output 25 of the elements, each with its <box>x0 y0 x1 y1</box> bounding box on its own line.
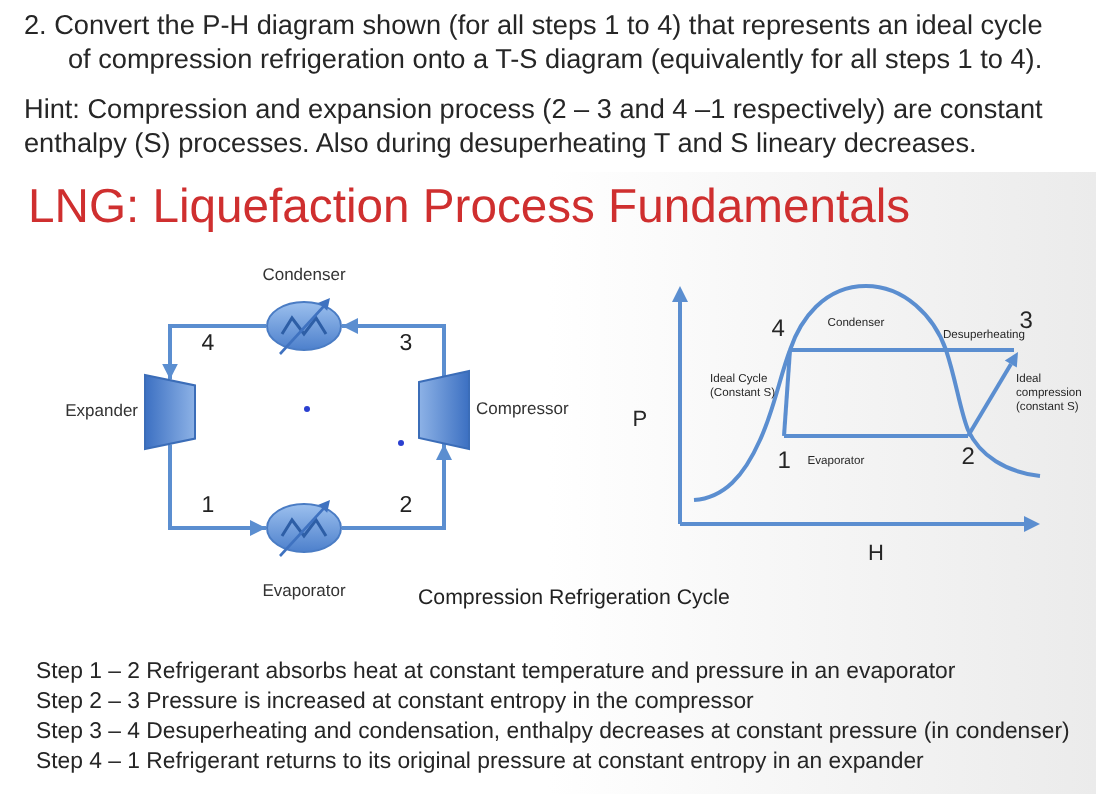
point-number: 2 <box>961 444 975 472</box>
flow-arrow <box>342 318 446 376</box>
state-number: 1 <box>201 494 215 522</box>
state-number: 2 <box>399 494 413 522</box>
component-label: Compressor <box>476 400 569 420</box>
point-number: 4 <box>771 316 785 344</box>
axis-label: H <box>868 541 884 567</box>
state-number: 4 <box>201 332 215 360</box>
flow-arrow <box>342 444 452 530</box>
component-label: Expander <box>65 402 138 422</box>
state-number: 3 <box>399 332 413 360</box>
flow-arrow <box>162 324 266 380</box>
figure-caption: Compression Refrigeration Cycle <box>418 585 730 611</box>
step-text: Step 3 – 4 Desuperheating and condensation, enthalpy decreases at constant pressure (in condenser) <box>36 720 1070 747</box>
point-number: 1 <box>777 448 791 476</box>
step-text: Step 1 – 2 Refrigerant absorbs heat at constant temperature and pressure in an evaporator <box>36 660 956 687</box>
step-text: Step 4 – 1 Refrigerant returns to its original pressure at constant entropy in an expander <box>36 750 924 777</box>
component-label: Condenser <box>262 266 346 286</box>
slide-title: LNG: Liquefaction Process Fundamentals <box>28 180 911 235</box>
question-text: 2. Convert the P-H diagram shown (for all steps 1 to 4) that represents an ideal cycle of compression refrigeration onto a T-S diagram (equivalently for all steps 1 to 4). <box>24 8 1045 76</box>
axis-label: P <box>632 407 648 433</box>
component-label: Evaporator <box>262 582 346 602</box>
hint-text: Hint: Compression and expansion process (2 – 3 and 4 –1 respectively) are constant enthalpy (S) processes. Also during desuperheating T and S lineary decreases. <box>24 92 1045 160</box>
step-text: Step 2 – 3 Pressure is increased at constant entropy in the compressor <box>36 690 754 717</box>
flow-arrow <box>168 444 266 536</box>
